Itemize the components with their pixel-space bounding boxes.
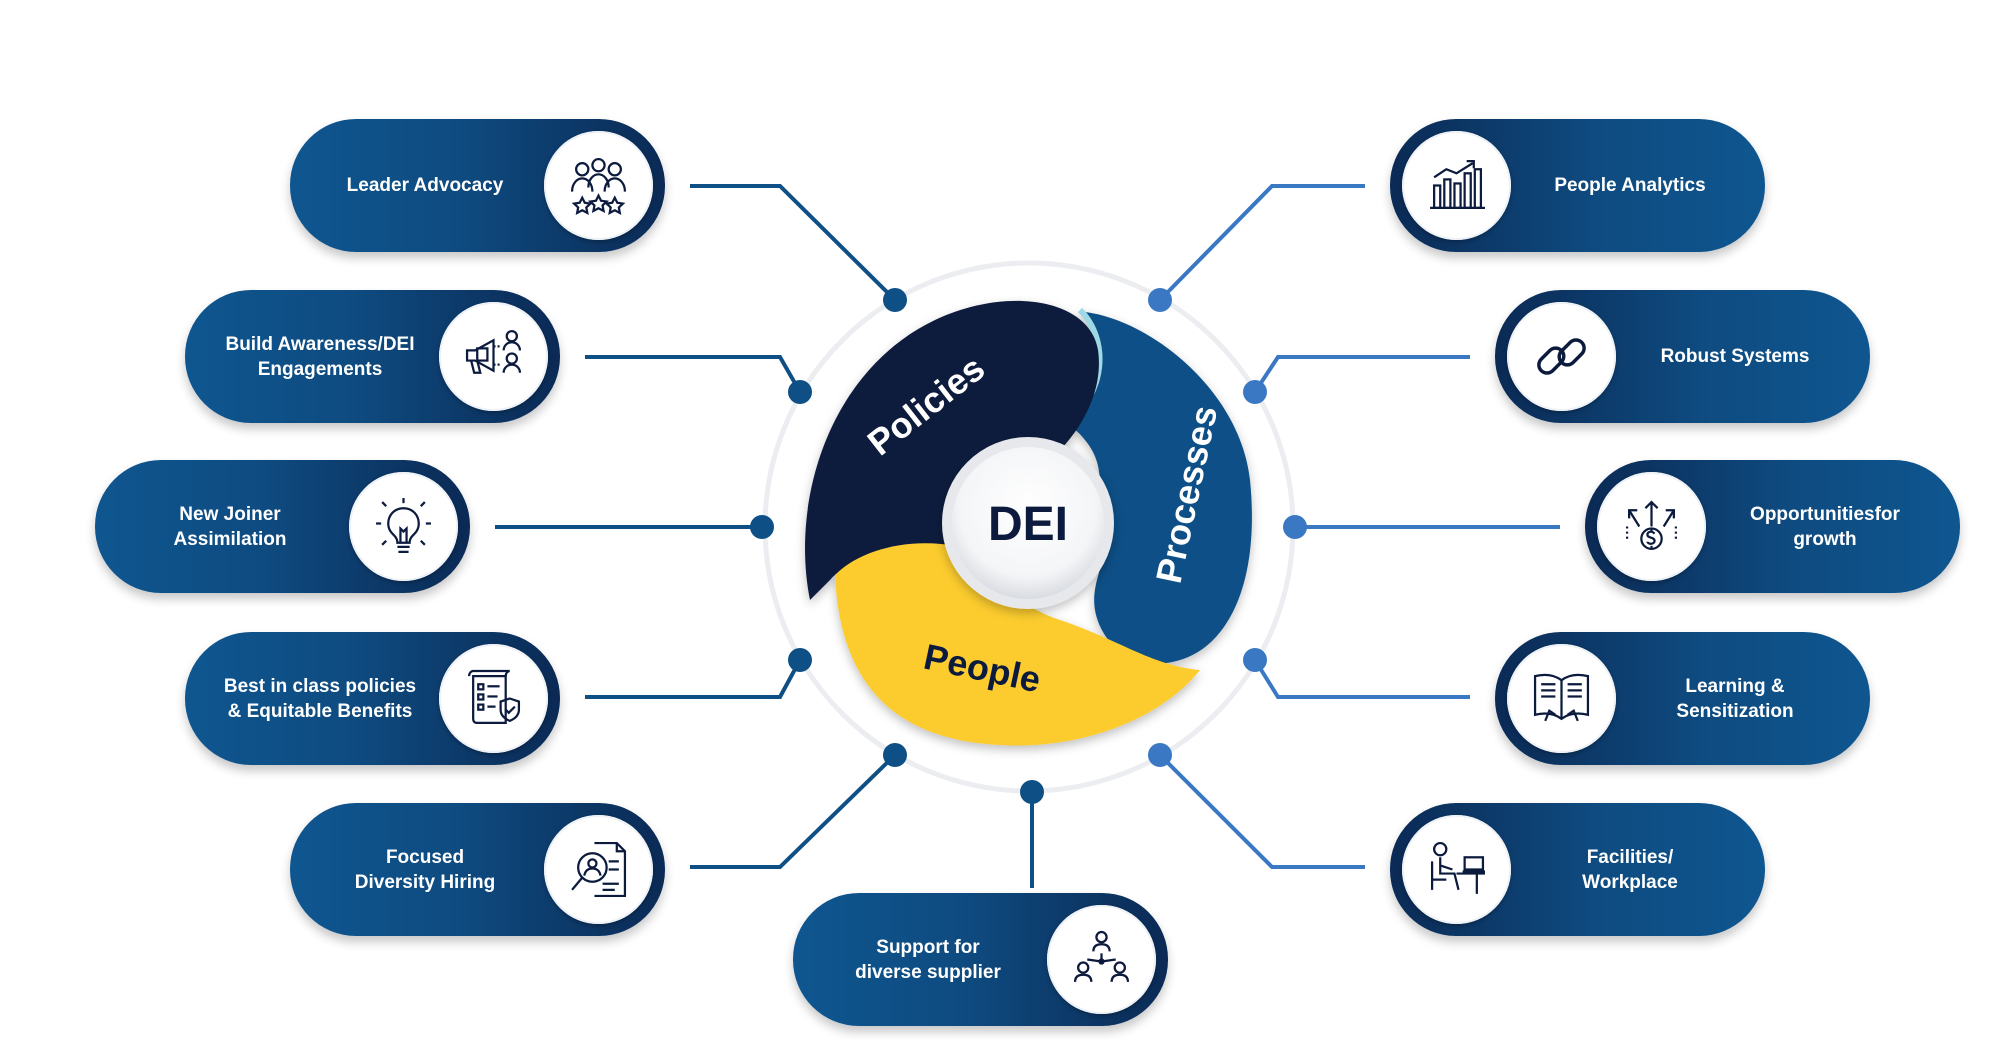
pill-left-1: Build Awareness/DEI Engagements	[185, 290, 560, 423]
pill-left-3: Best in class policies & Equitable Benef…	[185, 632, 560, 765]
chain-link-icon	[1537, 338, 1586, 375]
pill-label: People Analytics	[1554, 175, 1706, 196]
pill-label: Learning & Sensitization	[1676, 675, 1794, 722]
connector-left-2-dot	[750, 515, 774, 539]
pill-right-2: Opportunitiesfor growth	[1585, 460, 1960, 593]
icon-circle	[1402, 131, 1511, 240]
connector-right-0-line	[1158, 184, 1365, 302]
pill-label: Opportunitiesfor growth	[1750, 503, 1900, 550]
hub-circle	[952, 447, 1104, 599]
lightbulb-icon	[376, 498, 431, 554]
segment-processes	[1060, 312, 1252, 664]
connector-left-4-line	[690, 753, 897, 869]
connector-right-2-dot	[1283, 515, 1307, 539]
team-star-icon	[570, 157, 627, 215]
connector-right-4-dot	[1148, 743, 1172, 767]
icon-circle	[439, 644, 548, 753]
pill-left-0: Leader Advocacy	[290, 119, 665, 252]
pill-left-2: New Joiner Assimilation	[95, 460, 470, 593]
connector-right-3-line	[1253, 658, 1470, 699]
pill-label: Facilities/ Workplace	[1582, 846, 1678, 893]
icon-circle	[1507, 644, 1616, 753]
pill-label: New Joiner Assimilation	[173, 503, 287, 550]
connector-left-1-line	[585, 355, 802, 393]
connector-bottom-dot	[1020, 780, 1044, 804]
growth-dollar-icon	[1625, 500, 1678, 550]
connector-left-0-line	[690, 184, 897, 302]
icon-circle	[1402, 815, 1511, 924]
segment-people	[835, 543, 1200, 746]
connector-left-4-dot	[883, 743, 907, 767]
pill-right-4: Facilities/ Workplace	[1390, 803, 1765, 936]
connector-left-1-dot	[788, 380, 812, 404]
pill-label: Support for diverse supplier	[855, 936, 1001, 983]
pill-label: Build Awareness/DEI Engagements	[225, 333, 415, 380]
icon-circle	[544, 815, 653, 924]
pill-left-4: Focused Diversity Hiring	[290, 803, 665, 936]
person-at-desk-icon	[1430, 841, 1485, 894]
hub-label: DEI	[988, 498, 1068, 551]
bar-chart-icon	[1430, 159, 1485, 209]
pill-label: Best in class policies & Equitable Benef…	[223, 675, 417, 722]
pill-right-3: Learning & Sensitization	[1495, 632, 1870, 765]
connector-right-1-dot	[1243, 380, 1267, 404]
open-book-icon	[1533, 673, 1590, 722]
icon-circle	[1597, 472, 1706, 581]
connector-right-1-line	[1253, 355, 1470, 394]
pill-label: Leader Advocacy	[346, 175, 504, 196]
megaphone-people-icon	[465, 329, 522, 374]
connector-left-3-dot	[788, 648, 812, 672]
connector-right-4-line	[1158, 753, 1365, 869]
icon-circle	[439, 302, 548, 411]
connector-right-0-dot	[1148, 288, 1172, 312]
pill-label: Focused Diversity Hiring	[354, 846, 496, 893]
supplier-network-icon	[1073, 930, 1130, 982]
icon-circle	[544, 131, 653, 240]
policy-document-icon	[467, 669, 521, 725]
pill-right-0: People Analytics	[1390, 119, 1765, 252]
icon-circle	[1047, 905, 1156, 1014]
connector-left-3-line	[585, 659, 802, 699]
candidate-search-icon	[571, 841, 627, 898]
pill-label: Robust Systems	[1660, 346, 1810, 367]
pill-bottom-0: Support for diverse supplier	[793, 893, 1168, 1026]
pill-right-1: Robust Systems	[1495, 290, 1870, 423]
segment-policies	[805, 300, 1099, 600]
connector-right-3-dot	[1243, 648, 1267, 672]
icon-circle	[349, 472, 458, 581]
icon-circle	[1507, 302, 1616, 411]
connector-left-0-dot	[883, 288, 907, 312]
